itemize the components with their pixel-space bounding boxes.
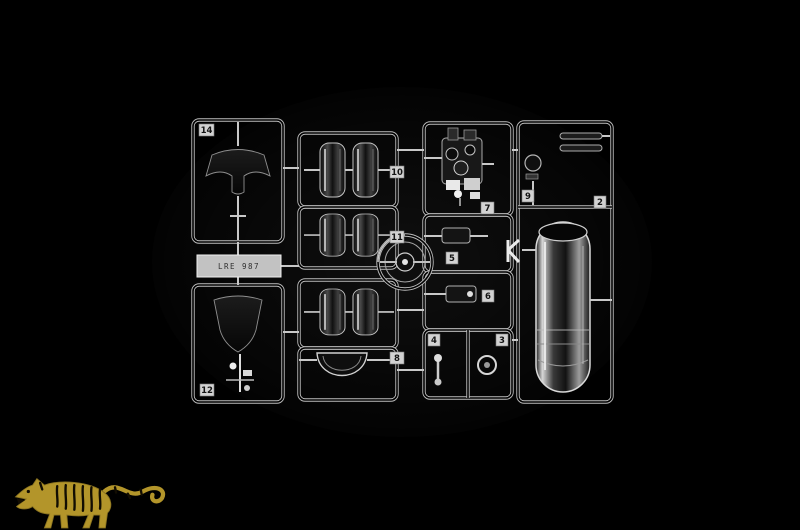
svg-text:14: 14	[201, 126, 213, 136]
svg-text:3: 3	[499, 336, 505, 346]
engine-part	[424, 127, 494, 206]
tiger-eye	[26, 489, 30, 494]
part-number-tab-5: 5	[445, 251, 459, 265]
clamp-part	[506, 238, 521, 264]
windscreen-part-upper	[205, 149, 271, 240]
svg-text:2: 2	[597, 198, 603, 208]
part-number-tab-12: 12	[199, 383, 215, 397]
windscreen-part-lower	[213, 295, 263, 353]
tiger-tail	[102, 485, 166, 504]
part-number-tab-8: 8	[389, 351, 405, 365]
svg-text:10: 10	[391, 168, 403, 178]
tiger-logo	[14, 478, 166, 529]
small-detail-part	[226, 354, 254, 392]
thin-strip-parts	[559, 132, 610, 152]
svg-text:9: 9	[525, 192, 531, 202]
svg-text:8: 8	[394, 354, 400, 364]
svg-text:5: 5	[449, 254, 455, 264]
small-box-part-2	[424, 285, 477, 303]
disc-part	[477, 355, 497, 375]
part-number-tab-7: 7	[480, 201, 495, 215]
part-number-tab-11: 11	[389, 230, 405, 244]
tiger-stripes	[38, 481, 143, 512]
part-number-tab-6: 6	[481, 289, 495, 303]
dumbbell-part	[434, 354, 442, 386]
ring-part	[376, 233, 434, 291]
svg-text:11: 11	[391, 233, 403, 243]
sprue: LRE 987	[191, 118, 614, 404]
mold-stamp-plate: LRE 987	[196, 254, 282, 278]
mold-stamp-text: LRE 987	[218, 262, 260, 271]
part-number-tab-9: 9	[521, 189, 535, 203]
svg-text:12: 12	[201, 386, 213, 396]
part-number-tab-2: 2	[593, 195, 607, 209]
svg-text:6: 6	[485, 292, 491, 302]
tiger-mouth	[16, 497, 26, 505]
svg-text:4: 4	[431, 336, 437, 346]
dome-part	[299, 352, 397, 377]
tiger-body	[14, 478, 112, 529]
part-number-tab-3: 3	[495, 333, 509, 347]
part-number-tab-4: 4	[427, 333, 441, 347]
fuel-tank-part	[522, 221, 612, 393]
svg-text:7: 7	[485, 204, 491, 214]
part-number-tab-14: 14	[198, 123, 215, 137]
part-number-tab-10: 10	[389, 165, 405, 179]
small-box-part-1	[424, 227, 488, 244]
